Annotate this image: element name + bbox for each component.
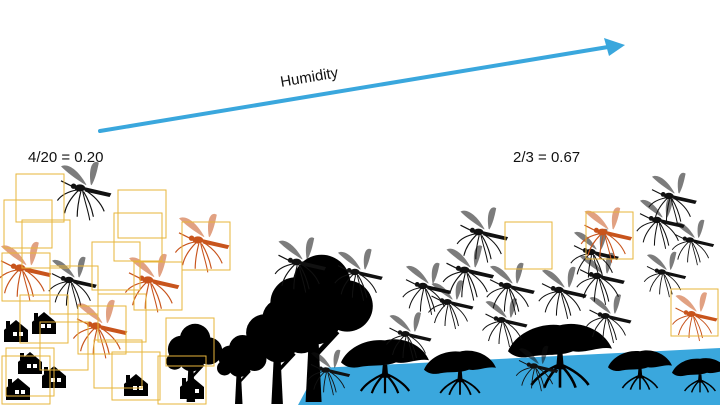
infected-mosquito-icon [72, 299, 129, 360]
sample-box [91, 241, 141, 291]
mosquito-icon [442, 244, 495, 302]
mosquito-icon [538, 266, 588, 320]
infected-mosquito-icon [0, 241, 53, 302]
mosquito-icon [456, 206, 509, 264]
sample-box [113, 212, 163, 262]
house-icon [124, 374, 148, 396]
sample-box [133, 261, 183, 311]
sample-box [19, 294, 69, 344]
sample-box [504, 221, 553, 270]
house-icon [4, 320, 28, 342]
sample-box [15, 173, 65, 223]
sample-box [181, 221, 231, 271]
right-ratio-label: 2/3 = 0.67 [513, 149, 580, 166]
house-icon [32, 312, 56, 334]
mosquito-icon [48, 256, 98, 310]
sample-box [117, 189, 167, 239]
sample-box [39, 321, 89, 371]
sample-box [165, 317, 215, 367]
house-icon [6, 378, 30, 400]
sample-box [49, 265, 99, 315]
mosquito-icon [56, 161, 113, 222]
sample-box [111, 351, 161, 401]
mosquito-icon [643, 251, 687, 298]
sample-box [585, 211, 634, 260]
mosquito-icon [585, 293, 633, 344]
sample-box [3, 199, 53, 249]
infected-mosquito-icon [174, 213, 231, 274]
sample-box [670, 288, 719, 337]
sample-box [21, 219, 71, 269]
sample-box [1, 355, 51, 405]
humidity-label: Humidity [279, 64, 340, 90]
sample-box [157, 355, 207, 405]
infected-mosquito-icon [671, 291, 719, 342]
left-ratio-label: 4/20 = 0.20 [28, 149, 103, 166]
left-mosquitoes [48, 161, 113, 310]
right-sample-boxes [504, 211, 719, 337]
sample-box [93, 339, 143, 389]
house-icon [18, 352, 42, 374]
sample-box [5, 347, 55, 397]
left-sample-boxes [1, 173, 231, 405]
sample-box [97, 293, 147, 343]
humidity-arrow: Humidity [98, 38, 625, 133]
sample-box [77, 305, 127, 355]
